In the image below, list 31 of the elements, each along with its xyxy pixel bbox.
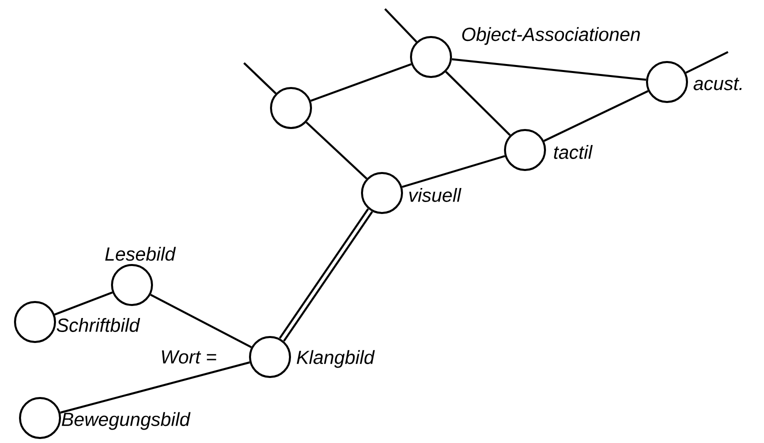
line <box>150 294 252 348</box>
line <box>452 58 646 81</box>
line <box>402 155 506 188</box>
line <box>445 71 511 136</box>
line <box>544 90 648 142</box>
node-label: Schriftbild <box>56 318 140 332</box>
circle-node <box>111 264 153 306</box>
line <box>685 51 728 74</box>
circle-node <box>249 336 291 378</box>
node-label: Klangbild <box>296 350 375 368</box>
line <box>60 361 250 414</box>
circle-node <box>270 87 312 129</box>
line <box>54 292 113 316</box>
node-label: tactil <box>554 145 593 159</box>
node-label: Bewegungsbild <box>62 412 191 430</box>
node-label: Wort = <box>162 350 216 364</box>
circle-node <box>410 36 452 78</box>
node-label: acust. <box>694 78 742 90</box>
node-label: Lesebild <box>105 246 176 261</box>
circle-node <box>19 397 61 439</box>
circle-node <box>646 61 688 103</box>
line <box>243 62 277 94</box>
node-label: Object-Associationen <box>462 27 640 45</box>
line <box>306 122 368 180</box>
node-label: visuell <box>409 188 462 202</box>
line <box>310 63 412 102</box>
line <box>384 8 418 43</box>
circle-node <box>504 129 546 171</box>
circle-node <box>361 172 403 214</box>
circle-node <box>14 301 56 343</box>
line <box>278 208 374 342</box>
